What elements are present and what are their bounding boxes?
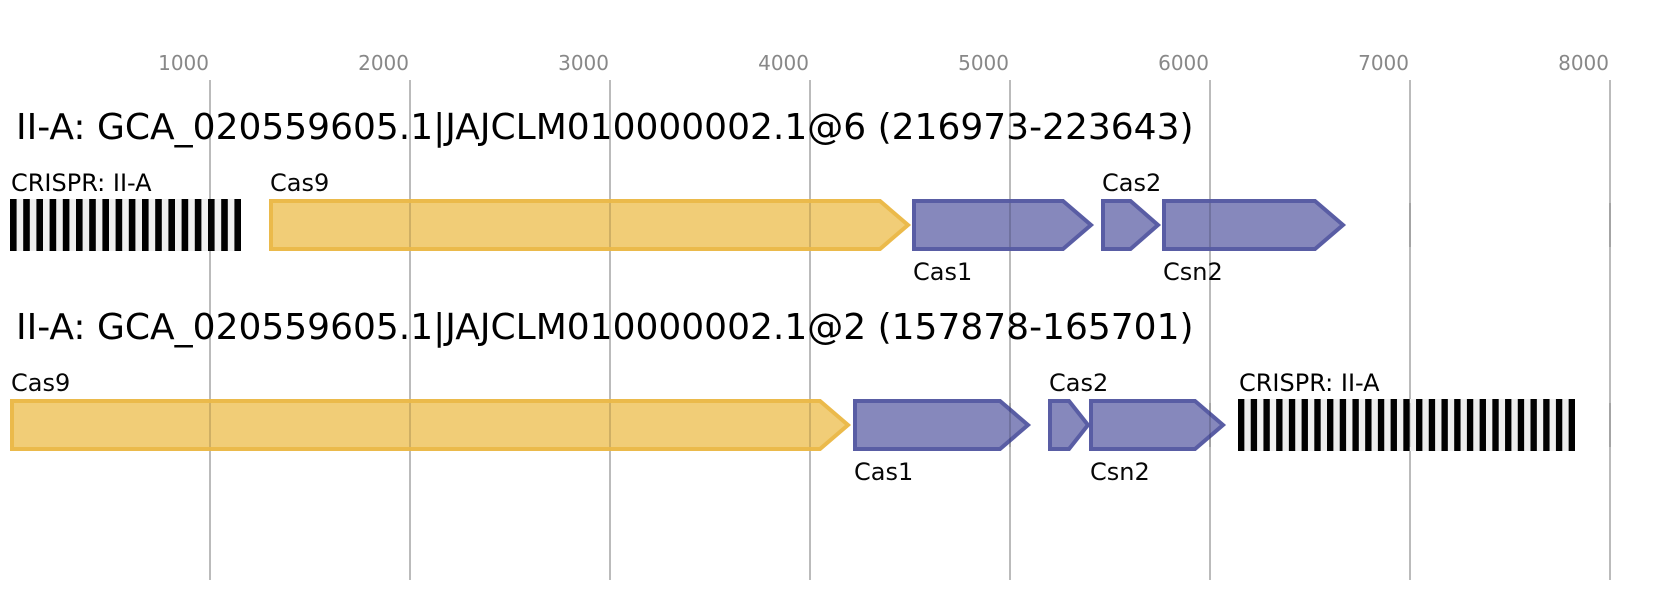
tick-label: 7000 — [1358, 51, 1409, 75]
crispr-repeat — [62, 199, 70, 251]
axis-tick-labels: 1000 2000 3000 4000 5000 6000 7000 8000 — [158, 51, 1609, 75]
tick-label: 8000 — [1558, 51, 1609, 75]
crispr-repeat — [1492, 399, 1499, 451]
crispr-repeat — [1530, 399, 1537, 451]
crispr-repeat — [10, 199, 17, 251]
gene-label: Cas9 — [270, 169, 329, 197]
track-title: II-A: GCA_020559605.1|JAJCLM010000002.1@… — [16, 107, 1194, 148]
crispr-array[interactable]: CRISPR: II-A — [10, 169, 241, 251]
crispr-repeat — [49, 199, 57, 251]
gene-label: Cas1 — [913, 258, 972, 286]
crispr-repeat — [1403, 399, 1410, 451]
gene-label: Cas1 — [854, 458, 913, 486]
crispr-repeat — [1390, 399, 1397, 451]
track-1: II-A: GCA_020559605.1|JAJCLM010000002.1@… — [10, 107, 1347, 286]
crispr-repeat — [142, 199, 149, 251]
crispr-repeat — [1352, 399, 1359, 451]
gene-label: Csn2 — [1090, 458, 1150, 486]
tick-label: 1000 — [158, 51, 209, 75]
gene-label: Cas2 — [1102, 169, 1161, 197]
crispr-repeat — [1505, 399, 1512, 451]
tick-label: 3000 — [558, 51, 609, 75]
crispr-repeat — [1327, 399, 1334, 451]
gene-cas1[interactable]: Cas1 — [912, 199, 1095, 286]
crispr-repeat — [1339, 399, 1347, 451]
gene-label: Cas2 — [1049, 369, 1108, 397]
gene-arrow — [269, 199, 912, 251]
tick-label: 6000 — [1158, 51, 1209, 75]
crispr-repeat — [1441, 399, 1448, 451]
crispr-repeat — [221, 199, 228, 251]
crispr-repeat — [181, 199, 189, 251]
gene-arrow — [1048, 399, 1091, 451]
grid-lines — [209, 80, 1611, 580]
crispr-repeat — [1543, 399, 1550, 451]
crispr-repeat — [76, 199, 83, 251]
tick-label: 4000 — [758, 51, 809, 75]
gene-cas9[interactable]: Cas9 — [269, 169, 912, 251]
crispr-repeat — [1377, 399, 1385, 451]
tick-label: 5000 — [958, 51, 1009, 75]
crispr-array[interactable]: CRISPR: II-A — [1238, 369, 1575, 451]
crispr-repeat — [89, 199, 96, 251]
tracks: II-A: GCA_020559605.1|JAJCLM010000002.1@… — [10, 107, 1611, 486]
crispr-label: CRISPR: II-A — [1239, 369, 1380, 397]
tick-label: 2000 — [358, 51, 409, 75]
gene-arrow — [1162, 199, 1347, 251]
gene-arrow — [10, 399, 852, 451]
crispr-repeat — [115, 199, 123, 251]
crispr-repeat — [1555, 399, 1563, 451]
crispr-repeat — [23, 199, 30, 251]
gene-arrow — [1089, 399, 1227, 451]
gene-label: Cas9 — [11, 369, 70, 397]
crispr-repeat — [1454, 399, 1461, 451]
crispr-label: CRISPR: II-A — [11, 169, 152, 197]
track-2: II-A: GCA_020559605.1|JAJCLM010000002.1@… — [10, 307, 1575, 486]
crispr-repeat — [1466, 399, 1474, 451]
crispr-repeat — [1314, 399, 1321, 451]
crispr-repeat — [1238, 399, 1245, 451]
crispr-repeat — [194, 199, 202, 251]
crispr-repeat — [1301, 399, 1308, 451]
gene-cas1[interactable]: Cas1 — [853, 399, 1032, 486]
gene-label: Csn2 — [1163, 258, 1223, 286]
track-title: II-A: GCA_020559605.1|JAJCLM010000002.1@… — [16, 307, 1194, 348]
crispr-repeat — [102, 199, 109, 251]
gene-arrow — [1101, 199, 1162, 251]
gene-arrow — [853, 399, 1032, 451]
gene-csn2[interactable]: Csn2 — [1089, 399, 1227, 486]
gene-cas2[interactable]: Cas2 — [1048, 369, 1108, 451]
crispr-repeat — [1263, 399, 1270, 451]
crispr-spacer-band — [10, 199, 241, 251]
crispr-repeat — [1479, 399, 1486, 451]
crispr-repeat — [1276, 399, 1283, 451]
gene-cas9[interactable]: Cas9 — [10, 369, 852, 451]
crispr-repeat — [208, 199, 215, 251]
gene-csn2[interactable]: Csn2 — [1162, 199, 1347, 286]
crispr-repeat — [1288, 399, 1296, 451]
crispr-repeat — [1365, 399, 1372, 451]
crispr-repeat — [1568, 399, 1575, 451]
crispr-repeat — [1428, 399, 1436, 451]
crispr-repeat — [1250, 399, 1258, 451]
crispr-repeat — [168, 199, 175, 251]
gene-cas2[interactable]: Cas2 — [1101, 169, 1162, 251]
crispr-repeat — [1517, 399, 1525, 451]
gene-arrow — [912, 199, 1095, 251]
crispr-repeat — [1416, 399, 1423, 451]
crispr-repeat — [128, 199, 136, 251]
crispr-repeat — [234, 199, 241, 251]
crispr-repeat — [155, 199, 162, 251]
crispr-repeat — [36, 199, 43, 251]
